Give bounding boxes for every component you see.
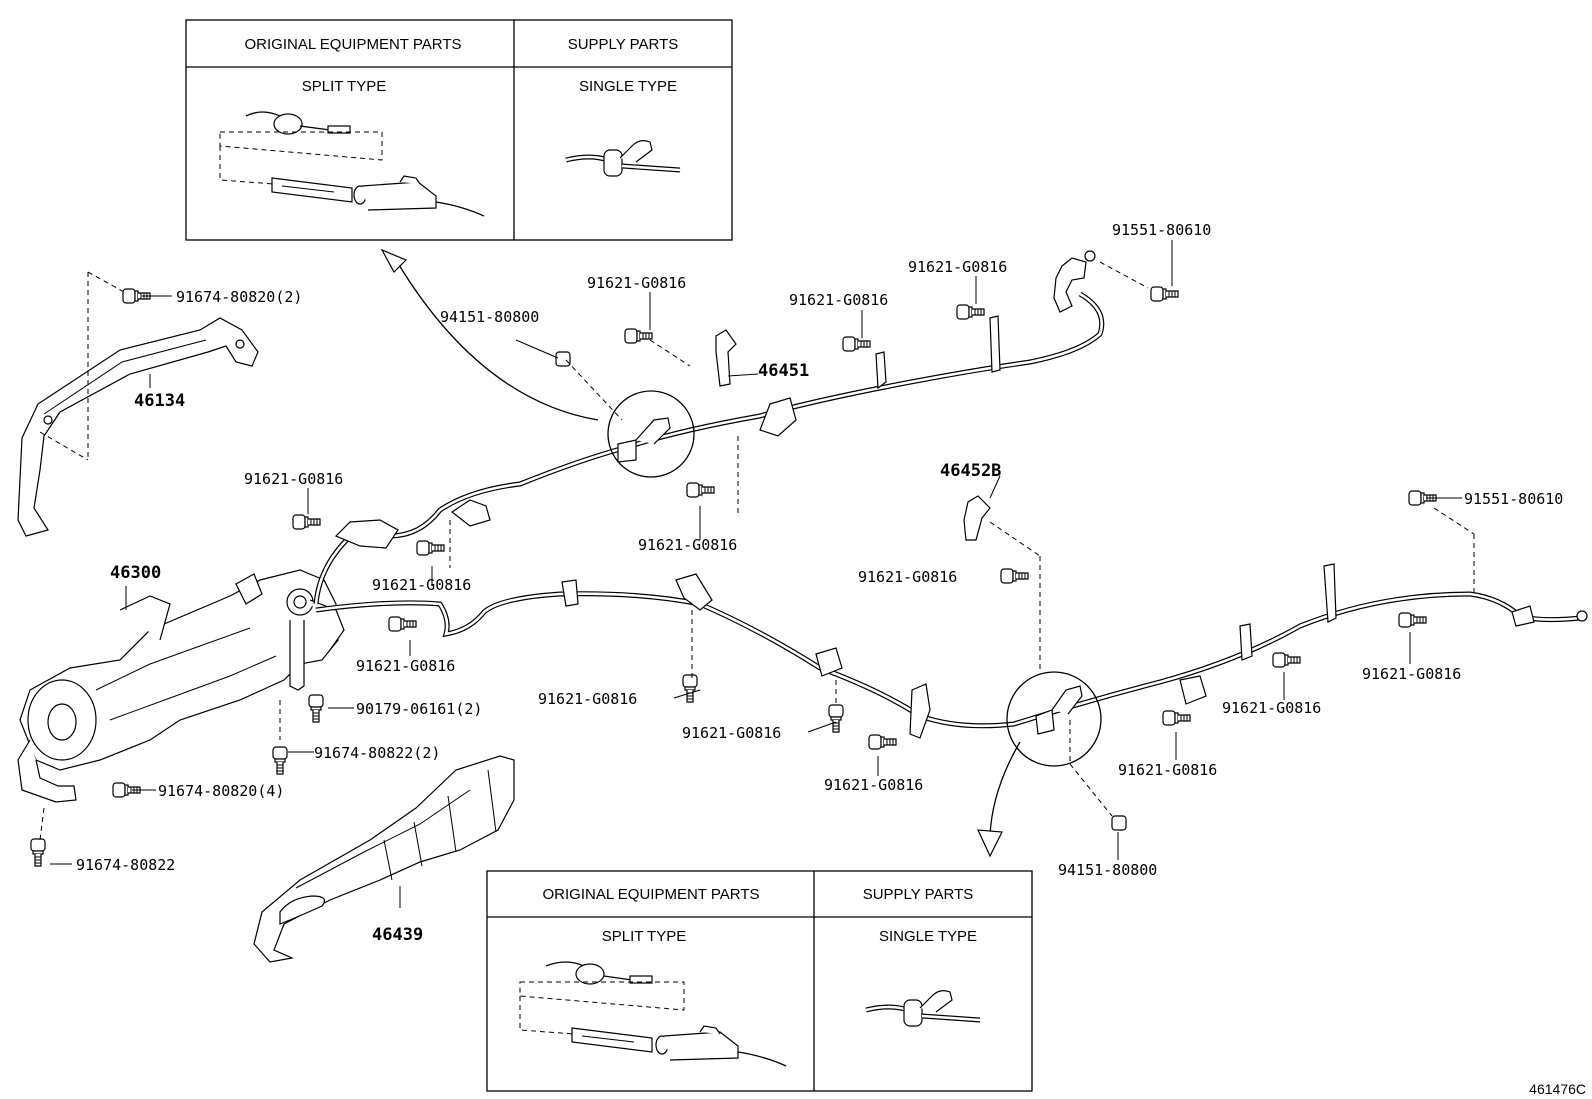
supply-parts-table-top: ORIGINAL EQUIPMENT PARTS SUPPLY PARTS SP… [185,19,733,241]
nut-icon [1111,815,1127,831]
callout-arrow-bottom [989,741,1021,837]
bracket-46452b [963,495,991,541]
split-type-illustration [219,111,485,217]
bracket-46451 [715,329,737,387]
bolt-icon [624,328,653,344]
heat-shield-46439 [253,755,515,963]
bolt-icon [686,482,715,498]
table-sub-split: SPLIT TYPE [302,78,387,95]
bolt-icon [956,304,985,320]
parking-brake-cable-lower [315,563,1588,739]
callout-arrow-top [395,259,599,421]
diagram-id: 461476C [1529,1081,1586,1097]
nut-icon [555,351,571,367]
callout-91621-g0816: 91621-G0816 [1362,665,1461,683]
callout-91621-g0816: 91621-G0816 [356,657,455,675]
callout-91551-80610: 91551-80610 [1464,490,1563,508]
parking-brake-actuator-46300 [17,569,345,803]
callout-91674-80820-2: 91674-80820(2) [176,288,302,306]
bolt-icon [1150,286,1179,302]
arrowhead-bottom [977,829,1003,858]
callout-91621-g0816: 91621-G0816 [789,291,888,309]
bolt-icon [842,336,871,352]
bracket-46134 [17,271,259,537]
callout-94151-80800: 94151-80800 [1058,861,1157,879]
callout-94151-80800: 94151-80800 [440,308,539,326]
callout-91621-g0816: 91621-G0816 [682,724,781,742]
callout-91621-g0816: 91621-G0816 [908,258,1007,276]
bolt-icon [682,674,698,703]
callout-91621-g0816: 91621-G0816 [1222,699,1321,717]
table-header-oe: ORIGINAL EQUIPMENT PARTS [543,886,760,903]
split-type-illustration [519,961,787,1067]
table-sub-single: SINGLE TYPE [579,78,677,95]
arrowhead-top [380,248,408,273]
single-type-illustration [565,140,681,177]
table-sub-split: SPLIT TYPE [602,928,687,945]
bolt-icon [388,616,417,632]
callout-91551-80610: 91551-80610 [1112,221,1211,239]
callout-91674-80822-2: 91674-80822(2) [314,744,440,762]
callout-91621-g0816: 91621-G0816 [587,274,686,292]
bolt-icon [1398,612,1427,628]
leader-lines [39,240,1475,908]
callout-46300: 46300 [110,563,161,583]
callout-46439: 46439 [372,925,423,945]
callout-90179-06161-2: 90179-06161(2) [356,700,482,718]
callout-91621-g0816: 91621-G0816 [372,576,471,594]
callout-91674-80822: 91674-80822 [76,856,175,874]
callout-91674-80820-4: 91674-80820(4) [158,782,284,800]
bolt-icon [1272,652,1301,668]
bolt-icon [416,540,445,556]
bolt-icon [868,734,897,750]
table-header-supply: SUPPLY PARTS [568,36,679,53]
bolt-icon [272,746,288,775]
single-type-illustration [865,990,981,1027]
callout-46134: 46134 [134,391,185,411]
bolt-icon [828,704,844,733]
table-header-oe: ORIGINAL EQUIPMENT PARTS [245,36,462,53]
callout-46452b: 46452B [940,461,1001,481]
table-header-supply: SUPPLY PARTS [863,886,974,903]
bolt-icon [308,694,324,723]
bolt-icon [292,514,321,530]
detail-circle-bottom [1006,671,1102,767]
callout-91621-g0816: 91621-G0816 [638,536,737,554]
callout-91621-g0816: 91621-G0816 [538,690,637,708]
supply-parts-table-bottom: ORIGINAL EQUIPMENT PARTS SUPPLY PARTS SP… [486,870,1033,1092]
callout-91621-g0816: 91621-G0816 [244,470,343,488]
bolt-icon [30,838,46,867]
callout-91621-g0816: 91621-G0816 [1118,761,1217,779]
callout-91621-g0816: 91621-G0816 [858,568,957,586]
callout-46451: 46451 [758,361,809,381]
detail-circle-top [607,390,695,478]
callout-91621-g0816: 91621-G0816 [824,776,923,794]
bolt-icon [1162,710,1191,726]
table-sub-single: SINGLE TYPE [879,928,977,945]
bolt-icon [1000,568,1029,584]
